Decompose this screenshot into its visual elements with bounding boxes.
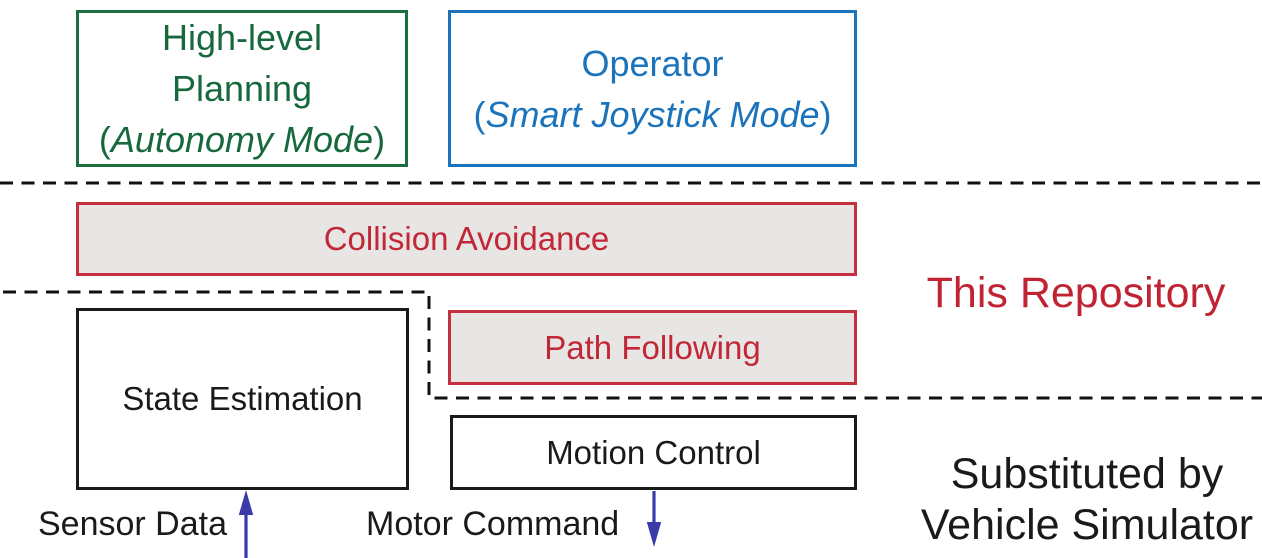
planning-line-2: Planning [171,68,313,109]
operator-line-1: Operator [581,42,724,84]
collision-avoidance-label: Collision Avoidance [323,220,610,257]
operator-mode-line: (Smart Joystick Mode) [473,93,832,135]
motor-command-arrow [646,491,662,547]
substituted-line-1: Substituted by [950,450,1224,498]
autonomy-mode-label: Autonomy Mode [110,119,374,160]
sensor-data-arrow [238,490,254,558]
planning-line-1: High-level [161,17,323,58]
motion-control-box: Motion Control [450,415,857,490]
motion-control-label: Motion Control [546,433,761,471]
high-level-planning-box: High-level Planning (Autonomy Mode) [76,10,408,167]
sensor-data-label: Sensor Data [38,505,227,543]
operator-box: Operator (Smart Joystick Mode) [448,10,857,167]
state-estimation-box: State Estimation [76,308,409,490]
substituted-by-annotation: Substituted by Vehicle Simulator [912,449,1262,551]
motor-command-label: Motor Command [366,505,620,543]
collision-avoidance-box: Collision Avoidance [76,202,857,276]
smart-joystick-mode-label: Smart Joystick Mode [485,93,820,135]
this-repository-annotation: This Repository [926,269,1226,317]
path-following-label: Path Following [544,328,761,366]
planning-mode-line: (Autonomy Mode) [98,119,386,160]
state-estimation-label: State Estimation [122,380,363,417]
substituted-line-2: Vehicle Simulator [920,501,1254,549]
path-following-box: Path Following [448,310,857,385]
